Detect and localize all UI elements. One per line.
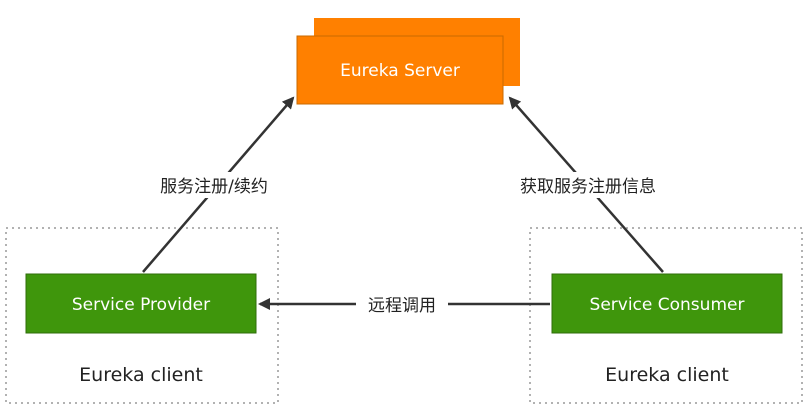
- remote-call-edge-label: 远程调用: [368, 296, 436, 316]
- service-provider-label: Service Provider: [72, 295, 210, 315]
- service-consumer-box: [551, 273, 783, 334]
- remote-call-label-bg: [356, 292, 448, 318]
- provider-client-group: [5, 227, 279, 404]
- service-consumer-label: Service Consumer: [590, 295, 745, 315]
- register-edge-label: 服务注册/续约: [160, 177, 268, 197]
- consumer-group-label: Eureka client: [605, 364, 729, 386]
- service-provider-box: [25, 273, 257, 334]
- fetch-edge-label: 获取服务注册信息: [520, 177, 656, 197]
- eureka-server-label: Eureka Server: [340, 61, 460, 81]
- consumer-client-group: [529, 227, 803, 404]
- fetch-label-bg: [498, 172, 678, 198]
- register-label-bg: [143, 172, 285, 198]
- service-provider-node[interactable]: Service Provider: [25, 273, 257, 334]
- eureka-server-box: [296, 35, 504, 105]
- provider-group-label: Eureka client: [79, 364, 203, 386]
- eureka-server-node[interactable]: Eureka Server: [296, 18, 520, 105]
- service-consumer-node[interactable]: Service Consumer: [551, 273, 783, 334]
